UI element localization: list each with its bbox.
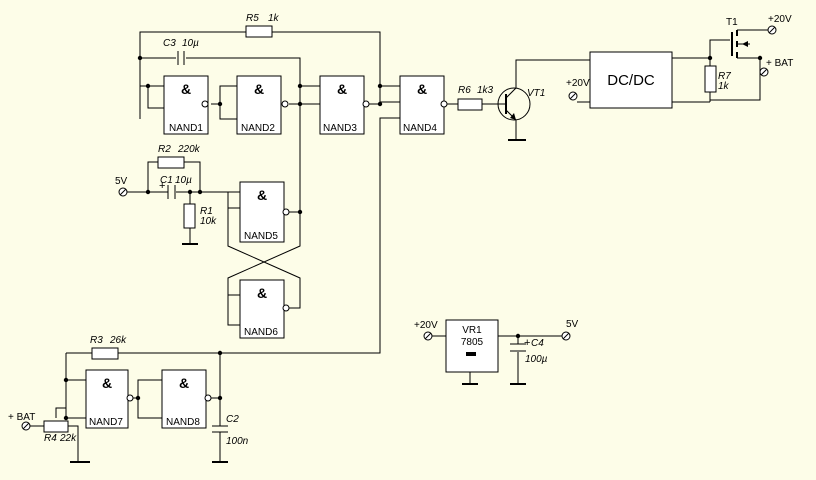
- dcdc-converter: DC/DC: [589, 51, 673, 109]
- gate-label: NAND8: [166, 417, 200, 428]
- wires: [30, 29, 768, 463]
- terminal-vr-out: 5V: [561, 319, 579, 341]
- resistor-ref: R3: [90, 335, 103, 346]
- gate-symbol: &: [257, 187, 267, 203]
- capacitor-ref: C2: [226, 414, 239, 425]
- capacitor-ref: C1: [160, 175, 173, 186]
- resistor-value: 26k: [109, 335, 127, 346]
- terminal-label: 5V: [566, 319, 579, 330]
- gate-symbol: &: [179, 375, 189, 391]
- gate-nand6: & NAND6: [239, 279, 290, 339]
- capacitor-c3: C3 10µ: [163, 38, 199, 65]
- capacitor-value: 100µ: [525, 354, 548, 365]
- resistor-r5: R5 1k: [245, 13, 280, 38]
- resistor-value: 1k: [718, 81, 730, 92]
- terminal-label: +20V: [414, 320, 438, 331]
- capacitor-value: 10µ: [182, 38, 199, 49]
- terminal-vr-in: +20V: [414, 320, 438, 341]
- gate-symbol: &: [417, 81, 427, 97]
- resistor-r6: R6 1k3: [457, 85, 494, 111]
- gate-symbol: &: [257, 285, 267, 301]
- resistor-value: 10k: [200, 216, 217, 227]
- resistor-ref: R2: [158, 144, 171, 155]
- transistor-ref: T1: [726, 17, 738, 28]
- gate-label: NAND4: [403, 123, 437, 134]
- terminal-bat-in: + BAT: [8, 412, 35, 431]
- transistor-vt1: VT1: [497, 82, 545, 124]
- resistor-r7: R7 1k: [704, 65, 731, 93]
- gate-symbol: &: [254, 81, 264, 97]
- terminal-label: +20V: [768, 14, 792, 25]
- gate-symbol: &: [181, 81, 191, 97]
- capacitor-c1: + C1 10µ: [159, 175, 192, 199]
- gate-label: NAND7: [89, 417, 123, 428]
- resistor-ref: R5: [246, 13, 259, 24]
- resistor-ref: R1: [200, 206, 213, 217]
- regulator-part: 7805: [461, 337, 484, 348]
- capacitor-ref: C4: [531, 338, 544, 349]
- resistor-value: 1k3: [477, 85, 494, 96]
- capacitor-polarity: +: [159, 180, 165, 192]
- terminal-label: +20V: [566, 78, 590, 89]
- capacitor-value: 100n: [226, 436, 249, 447]
- resistor-r3: R3 26k: [90, 335, 127, 360]
- capacitor-polarity: +: [524, 337, 530, 349]
- resistor-ref: R7: [718, 71, 731, 82]
- gate-nand1: & NAND1: [163, 75, 209, 135]
- terminal-dcdc-20v: +20V: [566, 78, 590, 101]
- gate-label: NAND2: [241, 123, 275, 134]
- resistor-value: 220k: [177, 144, 201, 155]
- terminal-label: + BAT: [766, 58, 793, 69]
- gate-nand4: & NAND4: [399, 75, 448, 135]
- resistor-r4: R4 22k: [43, 420, 77, 444]
- capacitor-c4: + C4 100µ: [510, 337, 548, 365]
- capacitor-value: 10µ: [175, 175, 192, 186]
- gate-label: NAND5: [244, 231, 278, 242]
- resistor-value: 22k: [59, 433, 77, 444]
- terminal-t1-20v: +20V: [767, 14, 792, 35]
- gate-nand7: & NAND7: [85, 369, 134, 429]
- junctions: [63, 55, 763, 421]
- mosfet-t1: T1: [726, 17, 750, 59]
- resistor-ref: R6: [458, 85, 471, 96]
- terminal-label: 5V: [115, 176, 128, 187]
- gate-symbol: &: [337, 81, 347, 97]
- resistor-ref: R4: [44, 433, 57, 444]
- resistor-r2: R2 220k: [157, 144, 201, 169]
- gate-nand2: & NAND2: [236, 75, 289, 135]
- gate-nand3: & NAND3: [319, 75, 370, 135]
- gate-symbol: &: [102, 375, 112, 391]
- capacitor-c2: C2 100n: [212, 414, 249, 447]
- gate-nand8: & NAND8: [161, 369, 212, 429]
- terminal-bat-out: + BAT: [759, 58, 793, 77]
- regulator-ref: VR1: [462, 325, 482, 336]
- terminal-in-5v: 5V: [115, 176, 128, 197]
- gate-label: NAND1: [169, 123, 203, 134]
- regulator-vr1: VR1 7805: [445, 319, 499, 373]
- capacitor-ref: C3: [163, 38, 176, 49]
- terminal-label: + BAT: [8, 412, 35, 423]
- transistor-ref: VT1: [527, 88, 545, 99]
- gate-label: NAND6: [244, 327, 278, 338]
- gate-label: NAND3: [323, 123, 357, 134]
- ground-symbols: [70, 139, 526, 463]
- dcdc-label: DC/DC: [607, 72, 655, 89]
- resistor-r1: R1 10k: [183, 203, 217, 229]
- gate-nand5: & NAND5: [239, 181, 290, 243]
- resistor-value: 1k: [268, 13, 280, 24]
